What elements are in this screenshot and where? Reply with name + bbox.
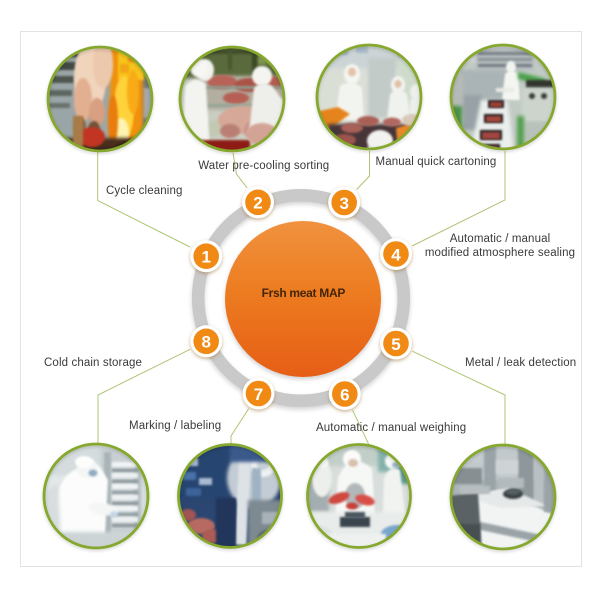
- svg-text:8: 8: [201, 333, 210, 352]
- svg-text:5: 5: [391, 335, 400, 354]
- svg-text:3: 3: [339, 194, 348, 213]
- svg-text:6: 6: [340, 385, 349, 404]
- svg-text:4: 4: [391, 245, 401, 264]
- svg-text:2: 2: [253, 194, 262, 213]
- svg-text:1: 1: [201, 248, 210, 267]
- svg-text:7: 7: [254, 385, 263, 404]
